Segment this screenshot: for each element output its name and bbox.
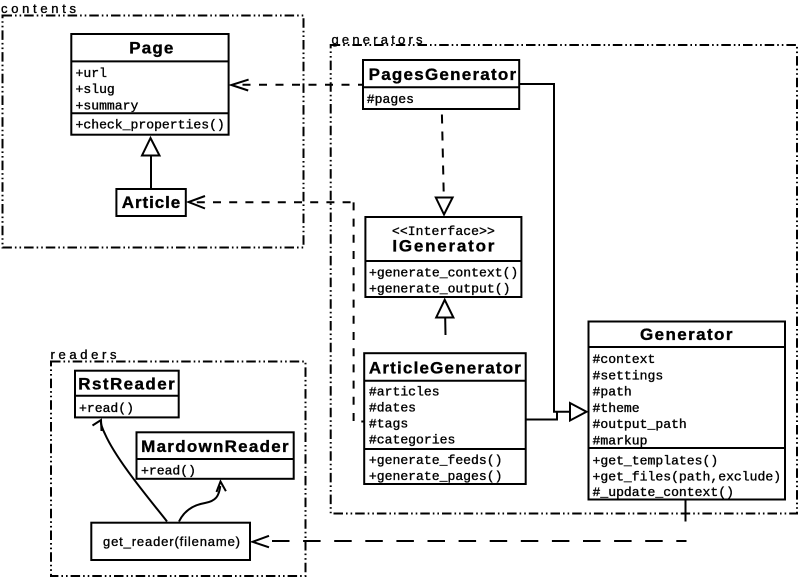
svg-text:#articles: #articles — [369, 385, 440, 400]
svg-text:PagesGenerator: PagesGenerator — [369, 65, 517, 84]
svg-text:generators: generators — [332, 32, 424, 47]
svg-text:#path: #path — [593, 385, 632, 400]
svg-text:<<Interface>>: <<Interface>> — [392, 224, 495, 239]
svg-text:#output_path: #output_path — [593, 417, 687, 432]
svg-text:+url: +url — [76, 66, 108, 81]
svg-text:IGenerator: IGenerator — [392, 237, 494, 256]
svg-text:#_update_context(): #_update_context() — [593, 485, 734, 500]
svg-text:Generator: Generator — [640, 325, 733, 344]
svg-text:+slug: +slug — [76, 82, 115, 97]
svg-text:MardownReader: MardownReader — [141, 437, 289, 456]
svg-text:RstReader: RstReader — [78, 375, 175, 394]
svg-text:#tags: #tags — [369, 417, 408, 432]
svg-text:#pages: #pages — [367, 92, 414, 107]
svg-text:#theme: #theme — [593, 401, 640, 416]
svg-text:+generate_pages(): +generate_pages() — [369, 469, 503, 484]
svg-text:+read(): +read() — [79, 401, 134, 416]
svg-text:#categories: #categories — [369, 433, 455, 448]
svg-text:+generate_feeds(): +generate_feeds() — [369, 453, 503, 468]
svg-text:#settings: #settings — [593, 368, 664, 383]
svg-text:+generate_output(): +generate_output() — [369, 281, 510, 296]
svg-text:get_reader(filename): get_reader(filename) — [103, 534, 240, 549]
svg-text:Article: Article — [122, 193, 181, 212]
svg-text:+read(): +read() — [141, 463, 196, 478]
svg-text:+generate_context(): +generate_context() — [369, 265, 518, 280]
svg-text:+get_files(path,exclude): +get_files(path,exclude) — [593, 469, 782, 484]
svg-text:#markup: #markup — [593, 434, 648, 449]
svg-text:+check_properties(): +check_properties() — [76, 117, 225, 132]
svg-text:#dates: #dates — [369, 401, 416, 416]
svg-text:+get_templates(): +get_templates() — [593, 454, 719, 469]
svg-text:ArticleGenerator: ArticleGenerator — [369, 358, 521, 377]
svg-text:+summary: +summary — [76, 98, 139, 113]
svg-text:#context: #context — [593, 352, 656, 367]
